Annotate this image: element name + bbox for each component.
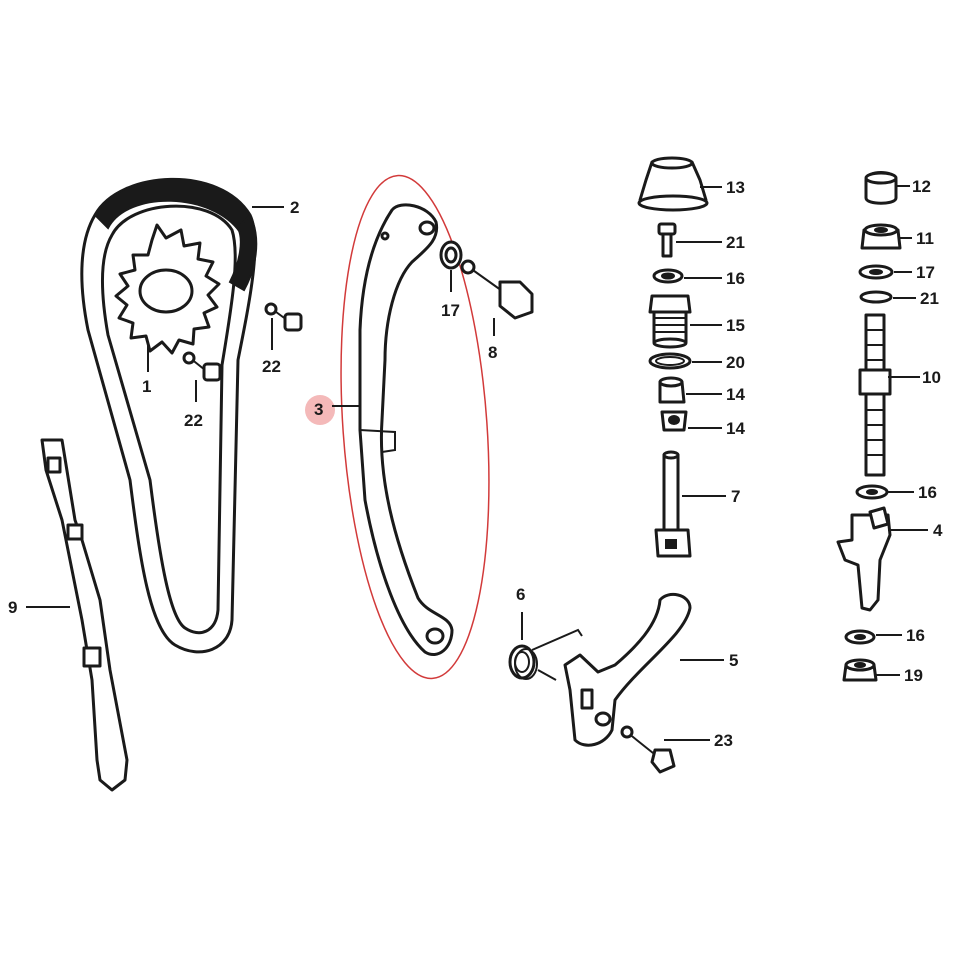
callout-11: 11 xyxy=(916,229,934,248)
callout-17-right: 17 xyxy=(916,263,935,282)
callout-7: 7 xyxy=(731,487,740,506)
callout-labels: 1 2 3 4 5 6 7 8 9 10 11 12 13 14 14 15 1… xyxy=(8,177,943,750)
callout-5: 5 xyxy=(729,651,738,670)
sprocket-bolt-upper xyxy=(264,302,303,332)
callout-21-mid: 21 xyxy=(726,233,745,252)
callout-19: 19 xyxy=(904,666,923,685)
washer-right-lower xyxy=(844,629,876,645)
cam-sprocket xyxy=(114,223,221,355)
push-rod xyxy=(654,450,692,558)
collar-lower xyxy=(660,410,688,432)
leader-lines xyxy=(26,185,928,741)
o-ring xyxy=(648,352,692,370)
callout-1: 1 xyxy=(142,377,151,396)
washer-right-upper xyxy=(855,484,889,500)
callout-14-upper: 14 xyxy=(726,385,745,404)
callout-22-lower: 22 xyxy=(184,411,203,430)
bracket-nut xyxy=(842,658,878,682)
callout-16-right-upper: 16 xyxy=(918,483,937,502)
callout-15: 15 xyxy=(726,316,745,335)
chain-guide xyxy=(40,438,129,792)
callout-23: 23 xyxy=(714,731,733,750)
callout-10: 10 xyxy=(922,368,941,387)
callout-21-right: 21 xyxy=(920,289,939,308)
callout-2: 2 xyxy=(290,198,299,217)
cap-nut xyxy=(637,156,709,212)
callout-4: 4 xyxy=(933,521,943,540)
tensioner-highlight-dot xyxy=(305,395,335,425)
tensioner-bracket xyxy=(836,506,892,612)
washer-right xyxy=(858,264,894,280)
adjuster-cap xyxy=(864,171,898,205)
callout-9: 9 xyxy=(8,598,17,617)
callout-14-lower: 14 xyxy=(726,419,745,438)
callout-6: 6 xyxy=(516,585,525,604)
collar-upper xyxy=(658,376,686,404)
small-bolt xyxy=(657,222,677,258)
ring-right xyxy=(859,290,893,304)
callout-22-upper: 22 xyxy=(262,357,281,376)
callout-8: 8 xyxy=(488,343,497,362)
tensioner-arm xyxy=(563,592,692,747)
sprocket-bolt-lower xyxy=(182,351,222,382)
callout-3: 3 xyxy=(314,400,323,419)
tensioner-washer xyxy=(439,240,463,270)
adjuster-bolt xyxy=(648,294,692,349)
tensioner-bolt xyxy=(460,259,534,320)
callout-16-right-lower: 16 xyxy=(906,626,925,645)
callout-17-left: 17 xyxy=(441,301,460,320)
chain-tensioner xyxy=(358,203,454,656)
tensioner-highlight-ellipse xyxy=(340,174,490,680)
sealing-washer-mid xyxy=(652,268,684,284)
tensioner-spring xyxy=(508,628,583,681)
lock-nut xyxy=(860,223,902,250)
callout-20: 20 xyxy=(726,353,745,372)
callout-12: 12 xyxy=(912,177,931,196)
callout-13: 13 xyxy=(726,178,745,197)
threaded-rod xyxy=(858,313,892,477)
arm-bolt xyxy=(620,725,676,774)
callout-16-mid: 16 xyxy=(726,269,745,288)
